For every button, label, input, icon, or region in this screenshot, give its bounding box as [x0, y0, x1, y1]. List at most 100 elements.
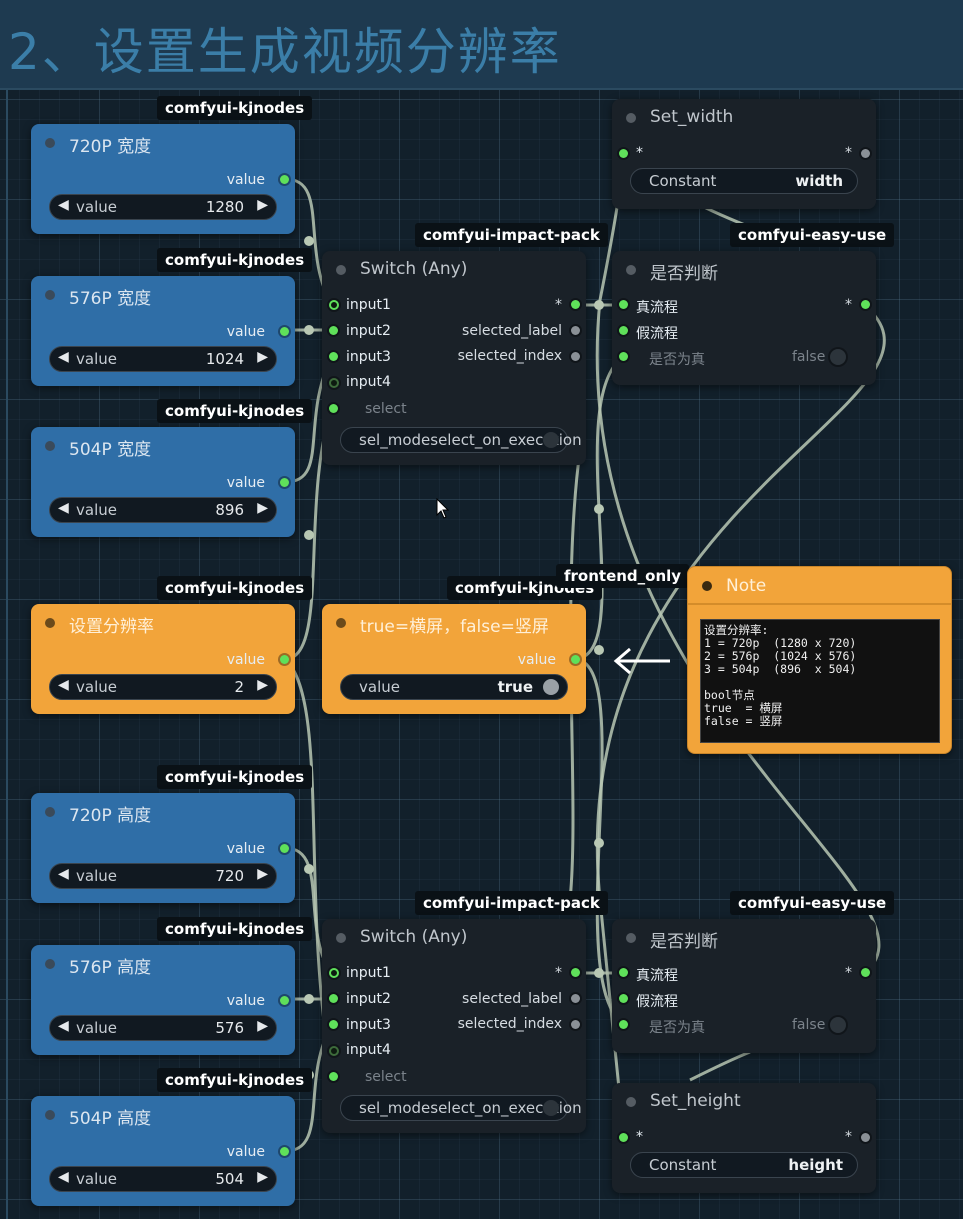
collapse-dot[interactable] — [626, 1097, 636, 1107]
decrement-arrow-icon[interactable]: ◀ — [58, 1018, 69, 1034]
input-slot[interactable] — [329, 326, 338, 335]
output-slot[interactable] — [861, 1133, 870, 1142]
constant-widget[interactable]: Constant height — [630, 1152, 858, 1178]
increment-arrow-icon[interactable]: ▶ — [257, 197, 268, 213]
input-slot[interactable] — [329, 300, 339, 310]
increment-arrow-icon[interactable]: ▶ — [257, 866, 268, 882]
output-slot[interactable] — [571, 994, 580, 1003]
note-node[interactable]: Note 设置分辨率: 1 = 720p (1280 x 720) 2 = 57… — [687, 566, 952, 754]
collapse-dot[interactable] — [626, 265, 636, 275]
collapse-dot[interactable] — [702, 581, 712, 591]
toggle-knob[interactable] — [543, 679, 559, 695]
condition-input[interactable]: 是否为真 — [649, 352, 705, 368]
set-width-node[interactable]: Set_width * * Constant width — [612, 99, 876, 209]
bool-node-orientation[interactable]: true=横屏，false=竖屏 value value true — [322, 604, 586, 714]
output-slot[interactable] — [571, 1020, 580, 1029]
input-slot[interactable] — [329, 1020, 338, 1029]
output-slot[interactable] — [280, 478, 289, 487]
decrement-arrow-icon[interactable]: ◀ — [58, 1169, 69, 1185]
value-widget[interactable]: ◀ value 720 ▶ — [49, 863, 277, 889]
output-slot[interactable] — [571, 300, 580, 309]
input-slot[interactable] — [619, 1020, 628, 1029]
increment-arrow-icon[interactable]: ▶ — [257, 677, 268, 693]
input-slot[interactable] — [619, 352, 628, 361]
decrement-arrow-icon[interactable]: ◀ — [58, 197, 69, 213]
boolean-toggle[interactable]: value true — [340, 674, 568, 700]
collapse-dot[interactable] — [336, 265, 346, 275]
decrement-arrow-icon[interactable]: ◀ — [58, 349, 69, 365]
value-widget[interactable]: ◀ value 2 ▶ — [49, 674, 277, 700]
collapse-dot[interactable] — [45, 441, 55, 451]
value-widget[interactable]: ◀ value 1024 ▶ — [49, 346, 277, 372]
increment-arrow-icon[interactable]: ▶ — [257, 1018, 268, 1034]
input-slot[interactable] — [619, 326, 628, 335]
note-text[interactable]: 设置分辨率: 1 = 720p (1280 x 720) 2 = 576p (1… — [700, 619, 940, 743]
sel-mode-toggle[interactable]: sel_modeselect_on_execution — [340, 427, 582, 453]
if-node-height[interactable]: 是否判断 真流程 假流程 是否为真 false * — [612, 919, 876, 1053]
decrement-arrow-icon[interactable]: ◀ — [58, 500, 69, 516]
input-slot[interactable] — [329, 404, 338, 413]
collapse-dot[interactable] — [45, 1110, 55, 1120]
input-slot[interactable] — [329, 1046, 339, 1056]
int-node-576p-width[interactable]: 576P 宽度 value ◀ value 1024 ▶ — [31, 276, 295, 386]
int-node-720p-height[interactable]: 720P 高度 value ◀ value 720 ▶ — [31, 793, 295, 903]
output-slot[interactable] — [280, 327, 289, 336]
output-slot[interactable] — [280, 655, 289, 664]
decrement-arrow-icon[interactable]: ◀ — [58, 866, 69, 882]
collapse-dot[interactable] — [45, 959, 55, 969]
group-header[interactable]: 2、设置生成视频分辨率 — [0, 0, 963, 90]
select-input[interactable]: select — [365, 1069, 407, 1085]
toggle-knob[interactable] — [830, 349, 846, 365]
value-widget[interactable]: ◀ value 1280 ▶ — [49, 194, 277, 220]
collapse-dot[interactable] — [336, 618, 346, 628]
sel-mode-toggle[interactable]: sel_modeselect_on_execution — [340, 1095, 582, 1121]
int-node-576p-height[interactable]: 576P 高度 value ◀ value 576 ▶ — [31, 945, 295, 1055]
collapse-dot[interactable] — [336, 933, 346, 943]
input-slot[interactable] — [619, 994, 628, 1003]
output-slot[interactable] — [571, 655, 580, 664]
input-slot[interactable] — [329, 1072, 338, 1081]
toggle-knob[interactable] — [830, 1017, 846, 1033]
increment-arrow-icon[interactable]: ▶ — [257, 1169, 268, 1185]
output-slot[interactable] — [571, 326, 580, 335]
collapse-dot[interactable] — [45, 138, 55, 148]
toggle-knob[interactable] — [543, 432, 559, 448]
condition-input[interactable]: 是否为真 — [649, 1020, 705, 1036]
input-slot[interactable] — [619, 1133, 628, 1142]
value-widget[interactable]: ◀ value 576 ▶ — [49, 1015, 277, 1041]
int-node-720p-width[interactable]: 720P 宽度 value ◀ value 1280 ▶ — [31, 124, 295, 234]
select-input[interactable]: select — [365, 401, 407, 417]
output-slot[interactable] — [280, 1147, 289, 1156]
collapse-dot[interactable] — [626, 113, 636, 123]
input-slot[interactable] — [619, 300, 628, 309]
output-slot[interactable] — [280, 844, 289, 853]
input-slot[interactable] — [329, 378, 339, 388]
value-widget[interactable]: ◀ value 896 ▶ — [49, 497, 277, 523]
output-slot[interactable] — [280, 996, 289, 1005]
switch-any-node-width[interactable]: Switch (Any) input1 input2 input3 input4… — [322, 251, 586, 465]
int-node-504p-height[interactable]: 504P 高度 value ◀ value 504 ▶ — [31, 1096, 295, 1206]
if-node-width[interactable]: 是否判断 真流程 假流程 是否为真 false * — [612, 251, 876, 385]
constant-widget[interactable]: Constant width — [630, 168, 858, 194]
output-slot[interactable] — [571, 352, 580, 361]
switch-any-node-height[interactable]: Switch (Any) input1 input2 input3 input4… — [322, 919, 586, 1133]
int-node-resolution-select[interactable]: 设置分辨率 value ◀ value 2 ▶ — [31, 604, 295, 714]
decrement-arrow-icon[interactable]: ◀ — [58, 677, 69, 693]
collapse-dot[interactable] — [45, 618, 55, 628]
input-slot[interactable] — [619, 149, 628, 158]
input-slot[interactable] — [619, 968, 628, 977]
value-widget[interactable]: ◀ value 504 ▶ — [49, 1166, 277, 1192]
int-node-504p-width[interactable]: 504P 宽度 value ◀ value 896 ▶ — [31, 427, 295, 537]
collapse-dot[interactable] — [45, 807, 55, 817]
collapse-dot[interactable] — [45, 290, 55, 300]
increment-arrow-icon[interactable]: ▶ — [257, 349, 268, 365]
output-slot[interactable] — [861, 149, 870, 158]
input-slot[interactable] — [329, 968, 339, 978]
output-slot[interactable] — [280, 175, 289, 184]
output-slot[interactable] — [861, 968, 870, 977]
output-slot[interactable] — [571, 968, 580, 977]
toggle-knob[interactable] — [543, 1100, 559, 1116]
output-slot[interactable] — [861, 300, 870, 309]
increment-arrow-icon[interactable]: ▶ — [257, 500, 268, 516]
